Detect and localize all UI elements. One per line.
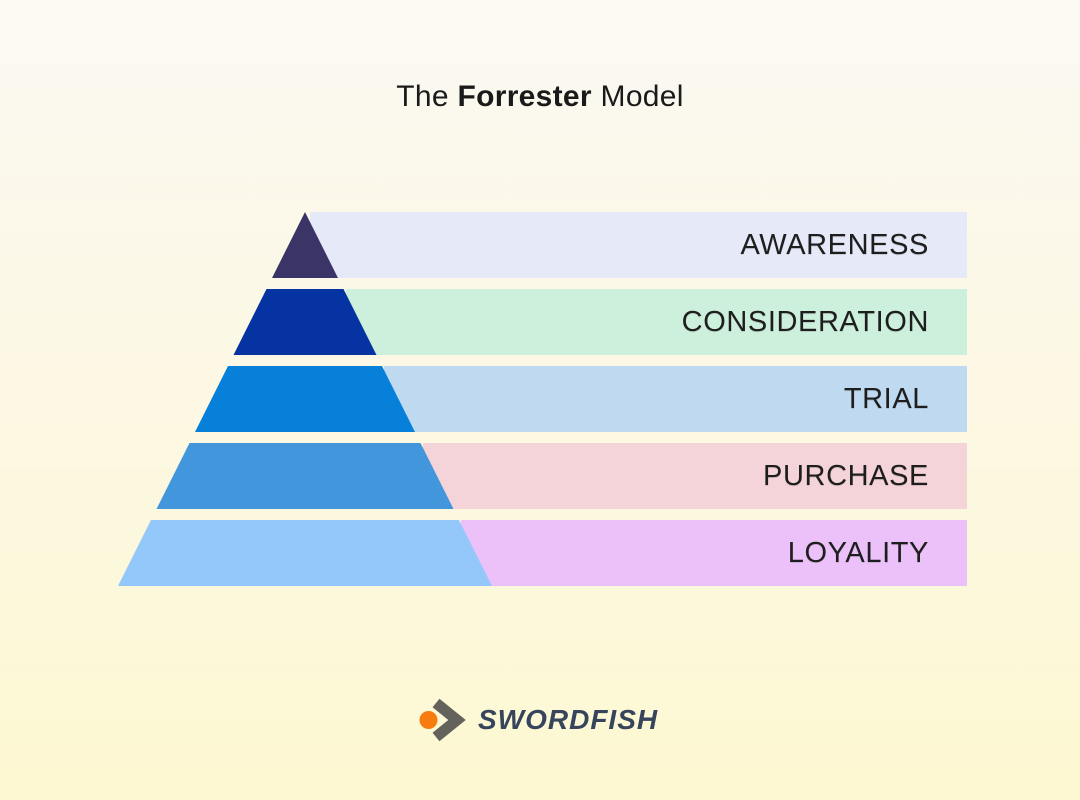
logo-chevron-icon xyxy=(432,698,466,742)
band-label: LOYALITY xyxy=(787,537,929,569)
band-label: CONSIDERATION xyxy=(681,306,929,338)
logo-wordmark: SWORDFISH xyxy=(478,704,659,735)
band-label: PURCHASE xyxy=(763,460,929,492)
page-title: The Forrester Model xyxy=(0,80,1080,114)
title-prefix: The xyxy=(396,80,458,113)
band-purchase: PURCHASE xyxy=(423,443,967,509)
band-awareness: AWARENESS xyxy=(310,212,967,278)
pyramid-segment-trial xyxy=(195,366,415,432)
logo-icon xyxy=(419,698,466,742)
band-trial: TRIAL xyxy=(384,366,967,432)
pyramid-segment-loyality xyxy=(118,520,492,586)
band-label: TRIAL xyxy=(843,383,929,415)
band-label: AWARENESS xyxy=(740,229,929,261)
logo-dot-icon xyxy=(419,711,438,729)
title-suffix: Model xyxy=(591,80,684,113)
band-loyality: LOYALITY xyxy=(461,520,967,586)
logo: SWORDFISH xyxy=(419,697,658,743)
band-consideration: CONSIDERATION xyxy=(346,289,967,355)
pyramid-segment-purchase xyxy=(156,443,454,509)
title-bold: Forrester xyxy=(457,80,592,113)
